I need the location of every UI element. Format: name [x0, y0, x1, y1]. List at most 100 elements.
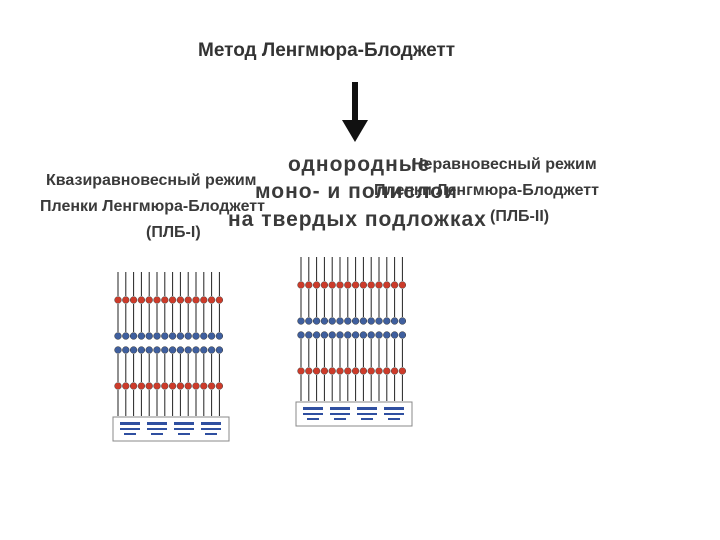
head-blue [398, 331, 407, 339]
right-film-code: (ПЛБ-II) [490, 208, 550, 225]
head-red [312, 281, 321, 289]
right-film-label: Пленки Ленгмюра-Блоджетт [374, 182, 599, 199]
head-red [305, 367, 313, 375]
head-blue [145, 346, 153, 354]
head-red [398, 281, 407, 289]
substrate-mark [178, 433, 190, 435]
head-blue [153, 346, 161, 354]
head-red [161, 296, 169, 304]
head-blue [114, 332, 122, 340]
head-blue [344, 331, 352, 339]
head-blue [328, 317, 336, 325]
substrate-mark [147, 422, 167, 425]
head-red [207, 296, 216, 304]
head-blue [344, 317, 352, 325]
head-blue [114, 346, 122, 354]
head-blue [192, 346, 200, 354]
head-blue [383, 317, 391, 325]
head-red [328, 281, 336, 289]
head-red [145, 296, 153, 304]
lb-film-diagram-type1 [112, 272, 230, 442]
head-red [390, 367, 399, 375]
head-blue [153, 332, 161, 340]
head-blue [375, 331, 383, 339]
head-red [351, 281, 360, 289]
substrate-mark [330, 407, 350, 410]
substrate-mark [147, 428, 167, 430]
head-blue [129, 346, 138, 354]
head-blue [312, 331, 321, 339]
left-film-code: (ПЛБ-I) [146, 224, 201, 241]
head-red [328, 367, 336, 375]
substrate-mark [201, 422, 221, 425]
head-blue [207, 332, 216, 340]
head-red [129, 382, 138, 390]
head-red [176, 296, 185, 304]
head-red [122, 296, 130, 304]
substrate-mark [124, 433, 136, 435]
head-blue [200, 346, 208, 354]
substrate-mark [174, 428, 194, 430]
head-red [168, 296, 177, 304]
head-red [297, 367, 305, 375]
head-blue [176, 332, 185, 340]
head-red [320, 281, 329, 289]
head-blue [297, 317, 305, 325]
head-blue [145, 332, 153, 340]
head-red [200, 382, 208, 390]
head-red [184, 382, 192, 390]
head-red [137, 296, 146, 304]
head-red [184, 296, 192, 304]
head-blue [367, 331, 375, 339]
substrate-mark [174, 422, 194, 425]
head-blue [328, 331, 336, 339]
head-blue [297, 331, 305, 339]
head-red [200, 296, 208, 304]
substrate-mark [384, 413, 404, 415]
substrate-mark [151, 433, 163, 435]
head-red [215, 296, 224, 304]
head-blue [367, 317, 375, 325]
head-red [297, 281, 305, 289]
lb-film-diagram-type2 [295, 257, 413, 427]
substrate-mark [334, 418, 346, 420]
center-line-1: однородные [288, 153, 431, 176]
head-blue [351, 331, 360, 339]
head-blue [320, 317, 329, 325]
page-title: Метод Ленгмюра-Блоджетт [198, 40, 456, 61]
head-blue [305, 317, 313, 325]
head-blue [207, 346, 216, 354]
head-blue [184, 346, 192, 354]
head-blue [359, 317, 368, 325]
left-film-label: Пленки Ленгмюра-Блоджетт [40, 198, 265, 215]
head-blue [390, 317, 399, 325]
head-blue [184, 332, 192, 340]
head-blue [137, 332, 146, 340]
head-blue [305, 331, 313, 339]
head-blue [320, 331, 329, 339]
substrate-mark [357, 413, 377, 415]
head-red [383, 367, 391, 375]
head-blue [176, 346, 185, 354]
substrate-mark [357, 407, 377, 410]
down-arrow-icon [342, 82, 368, 142]
substrate-mark [307, 418, 319, 420]
head-blue [359, 331, 368, 339]
head-blue [215, 332, 224, 340]
head-blue [312, 317, 321, 325]
left-mode-label: Квазиравновесный режим [46, 172, 257, 189]
substrate-mark [120, 428, 140, 430]
head-red [336, 281, 344, 289]
head-blue [336, 317, 344, 325]
head-red [367, 281, 375, 289]
head-red [192, 296, 200, 304]
head-blue [168, 346, 177, 354]
right-mode-label: Неравновесный режим [412, 156, 597, 173]
head-blue [336, 331, 344, 339]
substrate-mark [384, 407, 404, 410]
head-red [344, 281, 352, 289]
substrate-mark [303, 413, 323, 415]
head-blue [129, 332, 138, 340]
head-blue [137, 346, 146, 354]
head-blue [200, 332, 208, 340]
